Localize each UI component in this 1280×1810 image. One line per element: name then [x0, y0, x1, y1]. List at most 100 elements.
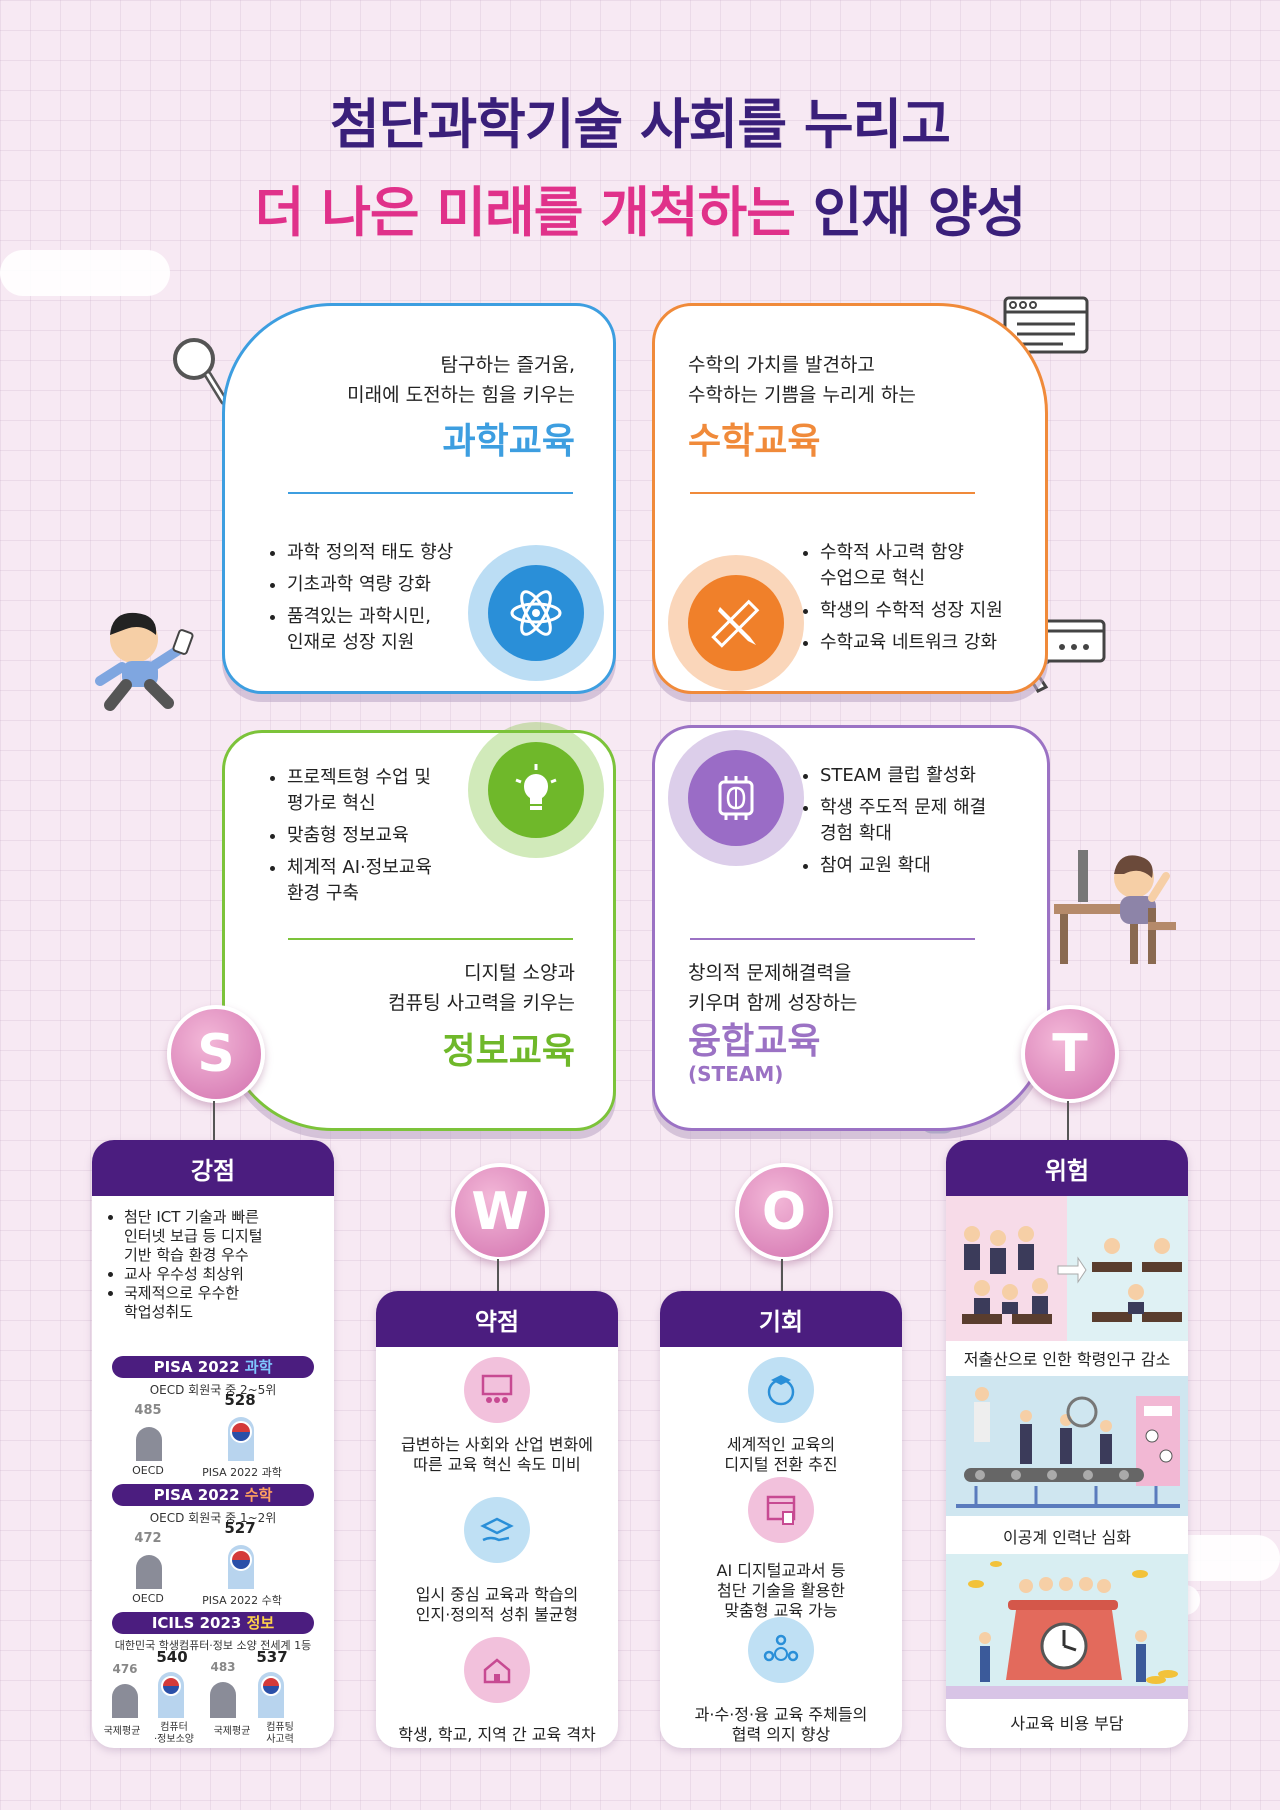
- axis-label: 국제평균: [103, 1726, 141, 1737]
- science-divider: [288, 492, 573, 494]
- page-title-line2: 더 나은 미래를 개척하는 인재 양성: [0, 168, 1280, 247]
- desk-child-illustration: [1048, 838, 1180, 972]
- pisa-science-chart: 485 528: [128, 1391, 298, 1461]
- magnifier-icon: [170, 335, 230, 415]
- info-header: 디지털 소양과 컴퓨팅 사고력을 키우는 정보교육: [250, 958, 575, 1074]
- text-line: 학생, 학교, 지역 간 교육 격차: [398, 1725, 596, 1744]
- bar-oecd: [136, 1427, 162, 1461]
- list-item: 수학교육 네트워크 강화: [820, 630, 1028, 656]
- korea-flag-icon: [261, 1676, 281, 1696]
- math-title: 수학교육: [688, 421, 821, 462]
- science-subtitle-2: 미래에 도전하는 힘을 키우는: [347, 384, 575, 406]
- axis-label: OECD: [132, 1464, 164, 1477]
- korea-flag-icon: [161, 1676, 181, 1696]
- math-subtitle-2: 수학하는 기쁨을 누리게 하는: [688, 384, 916, 406]
- math-divider: [690, 492, 975, 494]
- value-label: 483: [210, 1660, 236, 1674]
- swot-letter-o: O: [735, 1163, 833, 1261]
- threat-caption-3: 사교육 비용 부담: [1010, 1714, 1124, 1733]
- text-line: 입시 중심 교육과 학습의: [415, 1585, 579, 1604]
- pisa-science-rank: OECD 회원국 중 2~5위: [149, 1383, 277, 1397]
- text-line: 협력 의지 향상: [731, 1725, 831, 1744]
- list-item: 참여 교원 확대: [820, 853, 1028, 879]
- axis-label: 컴퓨터·정보소양: [154, 1722, 194, 1745]
- math-subtitle-1: 수학의 가치를 발견하고: [688, 354, 875, 376]
- text-line: 인지·정의적 성취 불균형: [415, 1605, 579, 1624]
- text-line: 급변하는 사회와 산업 변화에: [401, 1435, 593, 1454]
- lightbulb-gear-icon: [488, 742, 584, 838]
- steam-title: 융합교육: [688, 1021, 821, 1062]
- strength-header: 강점: [92, 1140, 334, 1196]
- tutoring-cost-illustration: [946, 1554, 1188, 1699]
- list-item: STEAM 클럽 활성화: [820, 763, 1028, 789]
- value-label: 537: [256, 1648, 288, 1666]
- axis-label: PISA 2022 과학: [202, 1466, 282, 1479]
- steam-title-sub: (STEAM): [688, 1062, 784, 1086]
- connector-line: [497, 1259, 499, 1291]
- pisa-math-header: PISA 2022 수학: [112, 1484, 314, 1506]
- list-item: 교사 우수성 최상위: [124, 1265, 320, 1284]
- value-label: 485: [134, 1403, 162, 1418]
- threat-caption-1: 저출산으로 인한 학령인구 감소: [963, 1350, 1171, 1369]
- steam-header: 창의적 문제해결력을 키우며 함께 성장하는 융합교육 (STEAM): [688, 958, 988, 1086]
- text-line: 따른 교육 혁신 속도 미비: [413, 1455, 581, 1474]
- school-building-icon: [464, 1637, 530, 1703]
- browser-window-icon: [1003, 296, 1089, 358]
- text-line: 세계적인 교육의: [726, 1435, 836, 1454]
- bar-korea: [228, 1545, 254, 1589]
- threat-panel: 위험 저출산으로 인한 학령인구 감소 이공계 인력난 심화: [946, 1140, 1188, 1748]
- math-header: 수학의 가치를 발견하고 수학하는 기쁨을 누리게 하는 수학교육: [688, 350, 1008, 464]
- science-subtitle-1: 탐구하는 즐거움,: [440, 354, 575, 376]
- connector-line: [213, 1101, 215, 1141]
- pisa-science-header: PISA 2022 과학: [112, 1356, 314, 1378]
- steam-subtitle-1: 창의적 문제해결력을: [688, 962, 852, 984]
- axis-label: 국제평균: [213, 1726, 251, 1737]
- axis-label: OECD: [132, 1592, 164, 1605]
- running-child-illustration: [92, 605, 212, 719]
- globe-graduation-icon: [748, 1357, 814, 1423]
- connector-line: [781, 1259, 783, 1291]
- text-line: 맞춤형 교육 가능: [724, 1601, 838, 1620]
- info-subtitle-2: 컴퓨팅 사고력을 키우는: [388, 992, 575, 1014]
- page-title-line1: 첨단과학기술 사회를 누리고: [330, 93, 951, 156]
- science-bullets: 과학 정의적 태도 향상 기초과학 역량 강화 품격있는 과학시민,인재로 성장…: [265, 540, 485, 662]
- people-network-icon: [748, 1617, 814, 1683]
- korea-flag-icon: [230, 1421, 252, 1443]
- pencil-ruler-icon: [688, 575, 784, 671]
- pisa-math-block: PISA 2022 수학 OECD 회원국 중 1~2위 472 527 OEC…: [92, 1484, 334, 1607]
- value-label: 540: [156, 1648, 188, 1666]
- threat-header: 위험: [946, 1140, 1188, 1196]
- weakness-item: 학생, 학교, 지역 간 교육 격차: [376, 1637, 618, 1745]
- graduation-hand-icon: [464, 1497, 530, 1563]
- icils-block: ICILS 2023 정보 대한민국 학생컴퓨터·정보 소양 전세계 1등 47…: [92, 1612, 334, 1745]
- info-divider: [288, 938, 573, 940]
- icils-header: ICILS 2023 정보: [112, 1612, 314, 1634]
- list-item: 학생의 수학적 성장 지원: [820, 598, 1028, 624]
- list-item: 기초과학 역량 강화: [287, 572, 485, 598]
- swot-letter-t: T: [1021, 1005, 1119, 1103]
- threat-caption-2: 이공계 인력난 심화: [1003, 1528, 1131, 1547]
- classroom-illustration: [946, 1196, 1188, 1341]
- value-label: 476: [112, 1662, 138, 1676]
- list-item: 품격있는 과학시민,인재로 성장 지원: [287, 604, 485, 656]
- cloud-decoration: [0, 250, 170, 296]
- info-title: 정보교육: [442, 1031, 575, 1072]
- info-subtitle-1: 디지털 소양과: [464, 962, 575, 984]
- atom-icon: [488, 565, 584, 661]
- value-label: 527: [224, 1519, 256, 1537]
- pisa-math-rank: OECD 회원국 중 1~2위: [149, 1511, 277, 1525]
- list-item: 맞춤형 정보교육: [287, 823, 495, 849]
